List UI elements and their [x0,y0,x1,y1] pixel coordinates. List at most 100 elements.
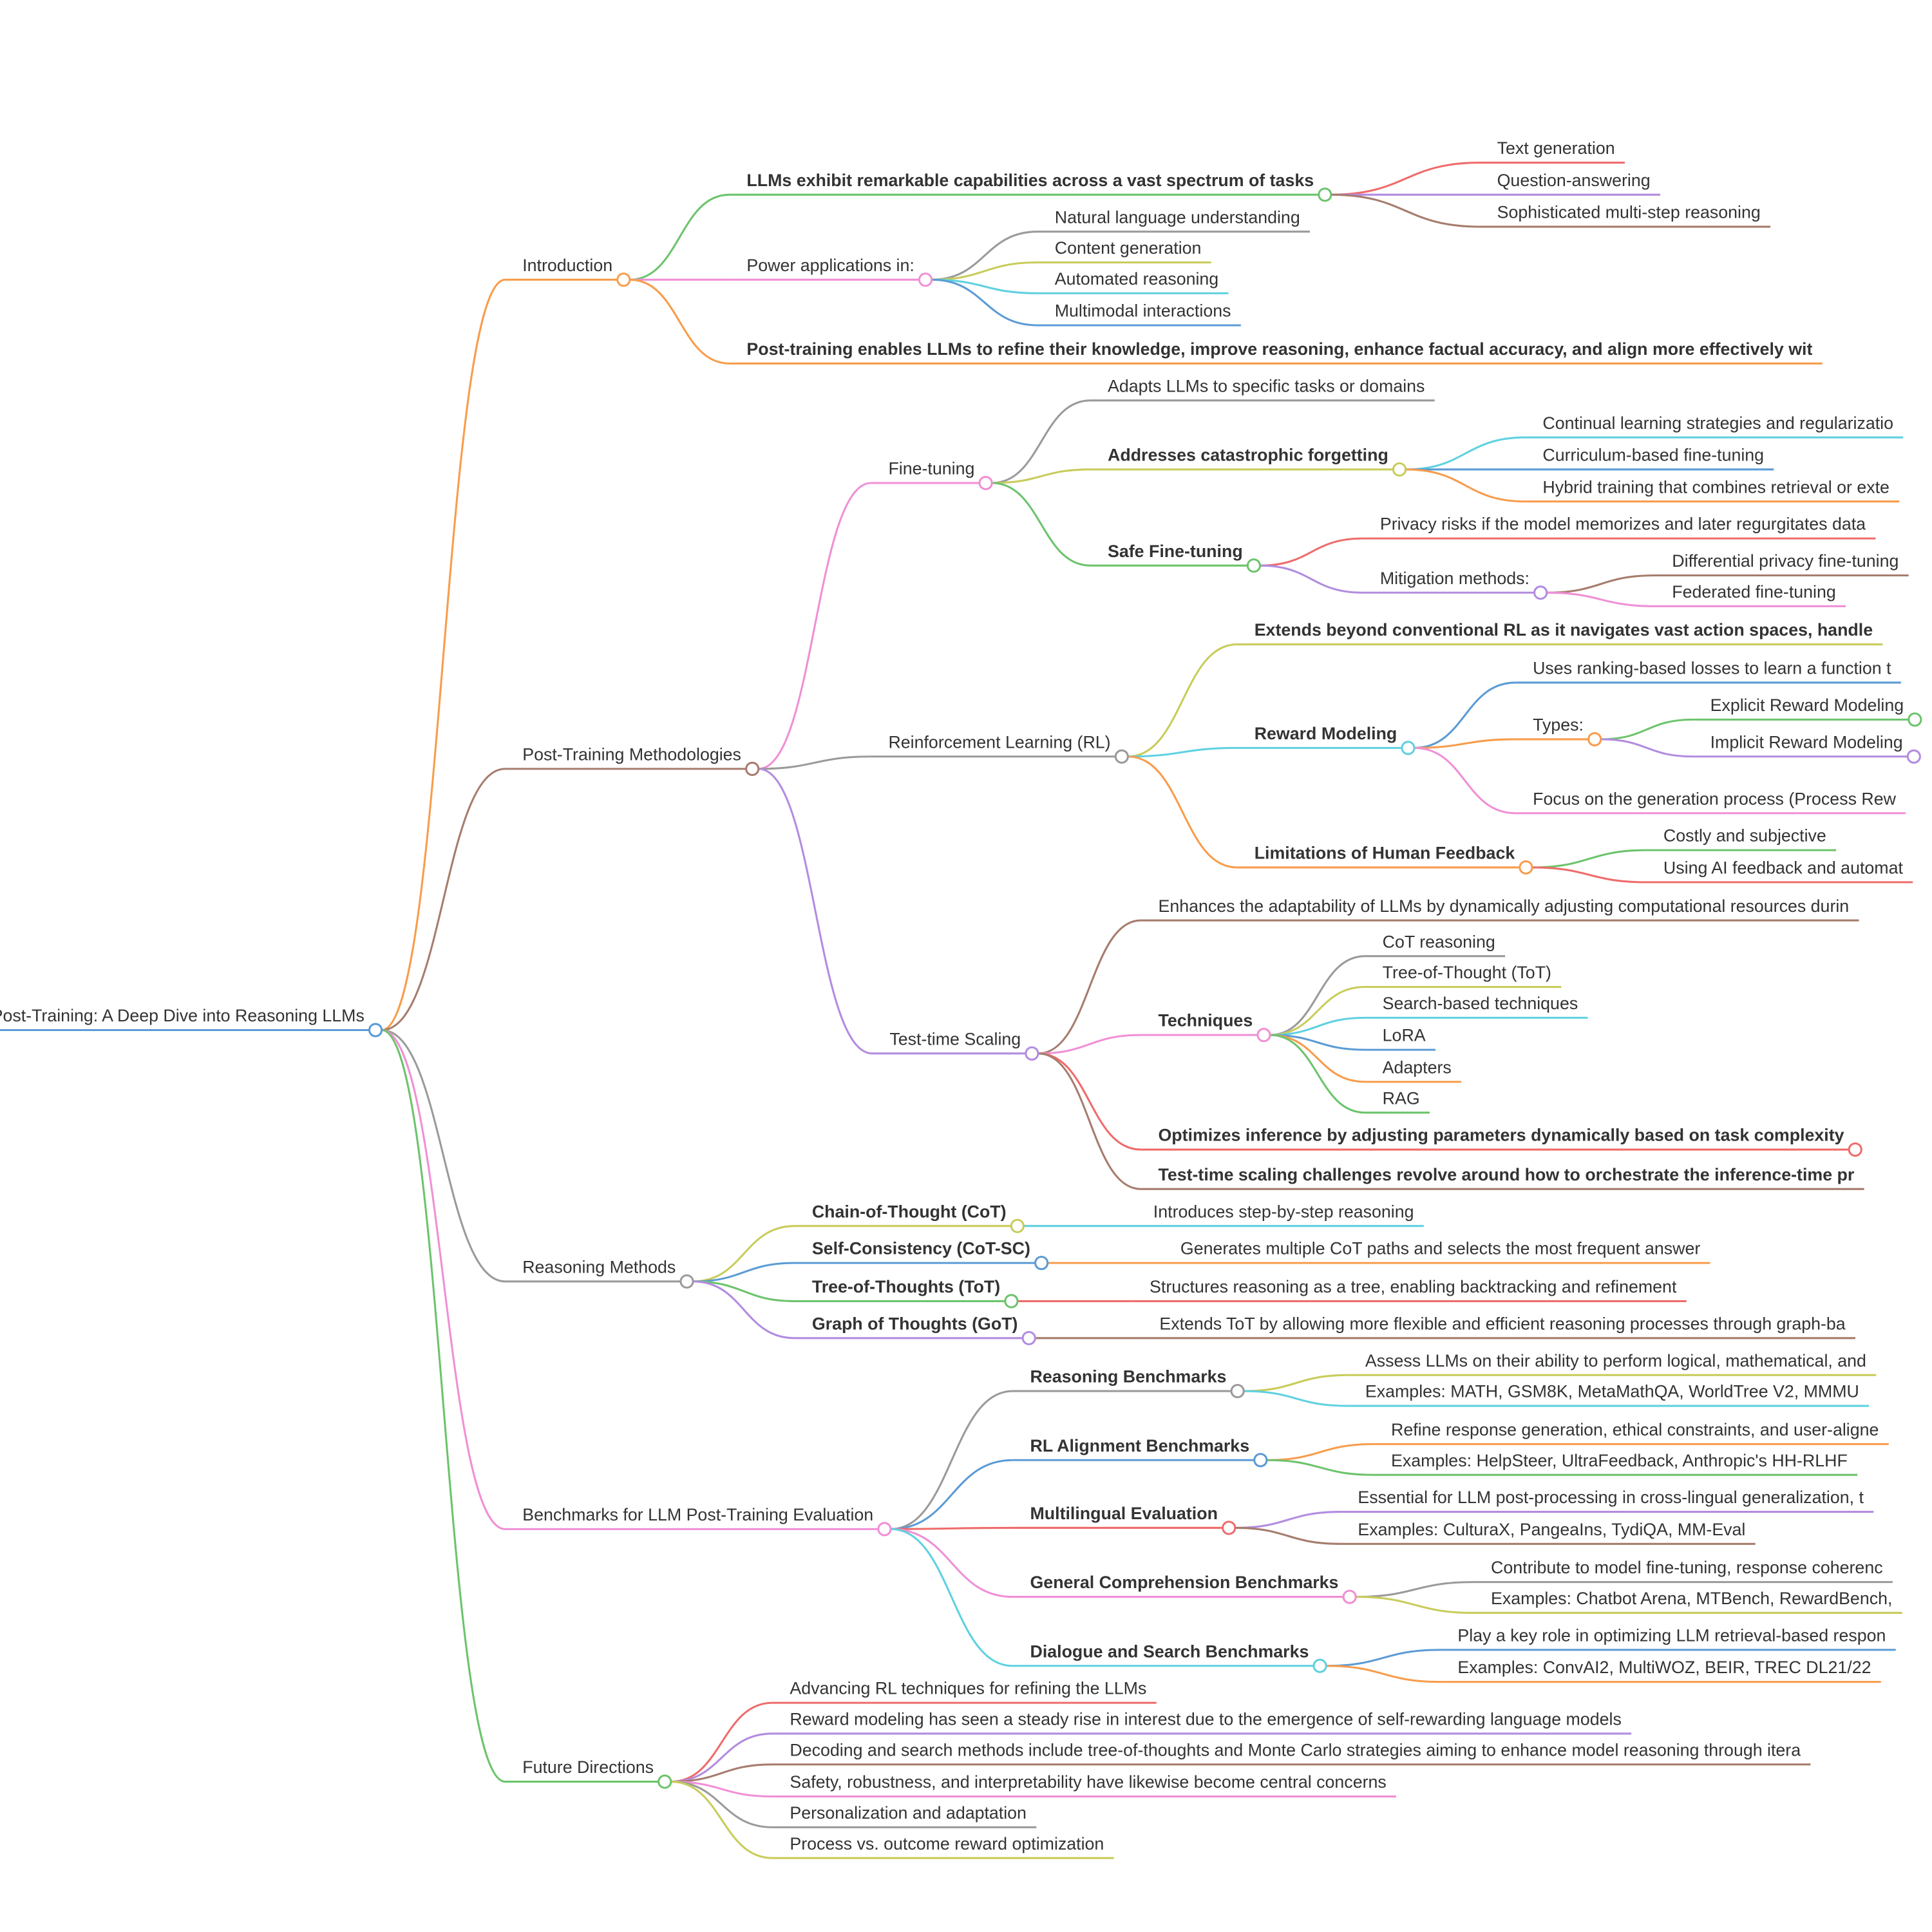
node-fine-tuning[interactable]: Fine-tuning [888,459,993,491]
node-reward-modeling[interactable]: Reward Modeling [1255,724,1416,755]
node-label[interactable]: Text generation [1497,138,1615,158]
node-automated-reasoning[interactable]: Automated reasoning [1055,269,1218,289]
node-label[interactable]: Examples: MATH, GSM8K, MetaMathQA, World… [1365,1382,1859,1401]
node-federated-fine-tuning[interactable]: Federated fine-tuning [1672,582,1835,601]
node-label[interactable]: Essential for LLM post-processing in cro… [1358,1488,1864,1507]
node-label[interactable]: Personalization and adaptation [790,1803,1027,1823]
node-label[interactable]: Play a key role in optimizing LLM retrie… [1457,1625,1886,1645]
node-label[interactable]: Tree-of-Thoughts (ToT) [812,1277,1000,1296]
node-extends-beyond-conventional-rl-as-it-nav[interactable]: Extends beyond conventional RL as it nav… [1255,620,1873,639]
node-label[interactable]: Structures reasoning as a tree, enabling… [1150,1277,1677,1296]
node-label[interactable]: Costly and subjective [1663,826,1826,846]
node-label[interactable]: RL Alignment Benchmarks [1030,1436,1249,1455]
node-refine-response-generation-ethical-const[interactable]: Refine response generation, ethical cons… [1391,1420,1879,1439]
node-label[interactable]: Implicit Reward Modeling [1710,732,1903,752]
node-rl-alignment-benchmarks[interactable]: RL Alignment Benchmarks [1030,1436,1268,1468]
node-search-based-techniques[interactable]: Search-based techniques [1383,994,1578,1013]
node-label[interactable]: Differential privacy fine-tuning [1672,551,1899,571]
node-text-generation[interactable]: Text generation [1497,138,1615,158]
collapse-toggle-icon[interactable] [1021,1331,1036,1345]
node-label[interactable]: Future Directions [522,1757,654,1777]
node-label[interactable]: Curriculum-based fine-tuning [1542,446,1764,465]
node-label[interactable]: Extends ToT by allowing more flexible an… [1159,1314,1845,1333]
node-label[interactable]: RAG [1383,1088,1420,1108]
node-label[interactable]: Examples: ConvAI2, MultiWOZ, BEIR, TREC … [1457,1658,1871,1677]
node-label[interactable]: Chain-of-Thought (CoT) [812,1202,1007,1221]
node-advancing-rl-techniques-for-refining-the[interactable]: Advancing RL techniques for refining the… [790,1679,1146,1698]
collapse-toggle-icon[interactable] [1114,749,1129,764]
node-privacy-risks-if-the-model-memorizes-and[interactable]: Privacy risks if the model memorizes and… [1380,515,1866,534]
node-label[interactable]: Reward Modeling [1255,724,1397,743]
node-process-vs-outcome-reward-optimization[interactable]: Process vs. outcome reward optimization [790,1834,1104,1853]
node-curriculum-based-fine-tuning[interactable]: Curriculum-based fine-tuning [1542,446,1764,465]
node-label[interactable]: General Comprehension Benchmarks [1030,1573,1338,1592]
collapse-toggle-icon[interactable] [1318,187,1332,202]
node-label[interactable]: Reinforcement Learning (RL) [888,732,1110,752]
node-examples-convai2-multiwoz-beir-trec-dl21[interactable]: Examples: ConvAI2, MultiWOZ, BEIR, TREC … [1457,1658,1871,1677]
node-general-comprehension-benchmarks[interactable]: General Comprehension Benchmarks [1030,1573,1357,1604]
node-introduction[interactable]: Introduction [522,256,631,287]
node-assess-llms-on-their-ability-to-perform-[interactable]: Assess LLMs on their ability to perform … [1365,1351,1866,1370]
collapse-toggle-icon[interactable] [1004,1294,1019,1309]
node-label[interactable]: Question-answering [1497,171,1651,190]
collapse-toggle-icon[interactable] [1312,1658,1327,1673]
node-post-training-a-deep-dive-into-reasoning[interactable]: Post-Training: A Deep Dive into Reasonin… [0,1006,383,1037]
node-using-ai-feedback-and-automat[interactable]: Using AI feedback and automat [1663,858,1904,878]
collapse-toggle-icon[interactable] [1034,1256,1049,1271]
node-label[interactable]: Post-Training Methodologies [522,744,741,764]
node-label[interactable]: Safe Fine-tuning [1108,542,1243,561]
collapse-toggle-icon[interactable] [745,761,760,776]
node-question-answering[interactable]: Question-answering [1497,171,1651,190]
node-label[interactable]: Explicit Reward Modeling [1710,696,1904,715]
node-examples-chatbot-arena-mtbench-rewardben[interactable]: Examples: Chatbot Arena, MTBench, Reward… [1491,1589,1892,1608]
node-label[interactable]: Mitigation methods: [1380,569,1530,588]
collapse-toggle-icon[interactable] [877,1522,892,1537]
node-personalization-and-adaptation[interactable]: Personalization and adaptation [790,1803,1027,1823]
node-reward-modeling-has-seen-a-steady-rise-i[interactable]: Reward modeling has seen a steady rise i… [790,1710,1621,1729]
node-contribute-to-model-fine-tuning-response[interactable]: Contribute to model fine-tuning, respons… [1491,1558,1883,1577]
node-generates-multiple-cot-paths-and-selects[interactable]: Generates multiple CoT paths and selects… [1180,1239,1700,1258]
node-multimodal-interactions[interactable]: Multimodal interactions [1055,301,1231,321]
node-types[interactable]: Types: [1533,715,1602,747]
node-label[interactable]: Uses ranking-based losses to learn a fun… [1533,659,1891,678]
node-label[interactable]: Limitations of Human Feedback [1255,844,1515,863]
collapse-toggle-icon[interactable] [1848,1142,1862,1157]
node-label[interactable]: Continual learning strategies and regula… [1542,413,1893,433]
node-extends-tot-by-allowing-more-flexible-an[interactable]: Extends ToT by allowing more flexible an… [1159,1314,1845,1333]
collapse-toggle-icon[interactable] [1010,1218,1025,1233]
node-focus-on-the-generation-process-process-[interactable]: Focus on the generation process (Process… [1533,789,1897,808]
node-label[interactable]: Natural language understanding [1055,207,1300,227]
node-hybrid-training-that-combines-retrieval-[interactable]: Hybrid training that combines retrieval … [1542,477,1889,497]
node-techniques[interactable]: Techniques [1158,1011,1271,1043]
node-label[interactable]: Techniques [1158,1011,1253,1030]
collapse-toggle-icon[interactable] [679,1274,694,1289]
node-label[interactable]: Graph of Thoughts (GoT) [812,1314,1018,1333]
node-label[interactable]: Reward modeling has seen a steady rise i… [790,1710,1621,1729]
node-future-directions[interactable]: Future Directions [522,1757,672,1789]
node-label[interactable]: Process vs. outcome reward optimization [790,1834,1104,1853]
collapse-toggle-icon[interactable] [1256,1028,1271,1043]
node-label[interactable]: Optimizes inference by adjusting paramet… [1158,1126,1844,1145]
node-label[interactable]: Using AI feedback and automat [1663,858,1904,878]
node-label[interactable]: Federated fine-tuning [1672,582,1835,601]
collapse-toggle-icon[interactable] [1230,1383,1245,1399]
node-label[interactable]: Refine response generation, ethical cons… [1391,1420,1879,1439]
node-label[interactable]: Dialogue and Search Benchmarks [1030,1642,1309,1661]
collapse-toggle-icon[interactable] [1533,585,1548,600]
node-label[interactable]: Content generation [1055,238,1202,258]
collapse-toggle-icon[interactable] [1587,732,1602,747]
collapse-toggle-icon[interactable] [1342,1589,1357,1604]
node-label[interactable]: Types: [1533,715,1584,735]
node-multilingual-evaluation[interactable]: Multilingual Evaluation [1030,1504,1236,1535]
collapse-toggle-icon[interactable] [1392,462,1407,477]
node-safety-robustness-and-interpretability-h[interactable]: Safety, robustness, and interpretability… [790,1772,1386,1792]
node-label[interactable]: Reasoning Benchmarks [1030,1367,1226,1387]
collapse-toggle-icon[interactable] [1519,860,1533,875]
collapse-toggle-icon[interactable] [1246,558,1261,573]
node-label[interactable]: Examples: Chatbot Arena, MTBench, Reward… [1491,1589,1892,1608]
node-llms-exhibit-remarkable-capabilities-acr[interactable]: LLMs exhibit remarkable capabilities acr… [746,171,1332,202]
node-structures-reasoning-as-a-tree-enabling-[interactable]: Structures reasoning as a tree, enabling… [1150,1277,1677,1296]
collapse-toggle-icon[interactable] [368,1023,383,1037]
node-label[interactable]: Extends beyond conventional RL as it nav… [1255,620,1873,639]
node-label[interactable]: Fine-tuning [888,459,974,478]
